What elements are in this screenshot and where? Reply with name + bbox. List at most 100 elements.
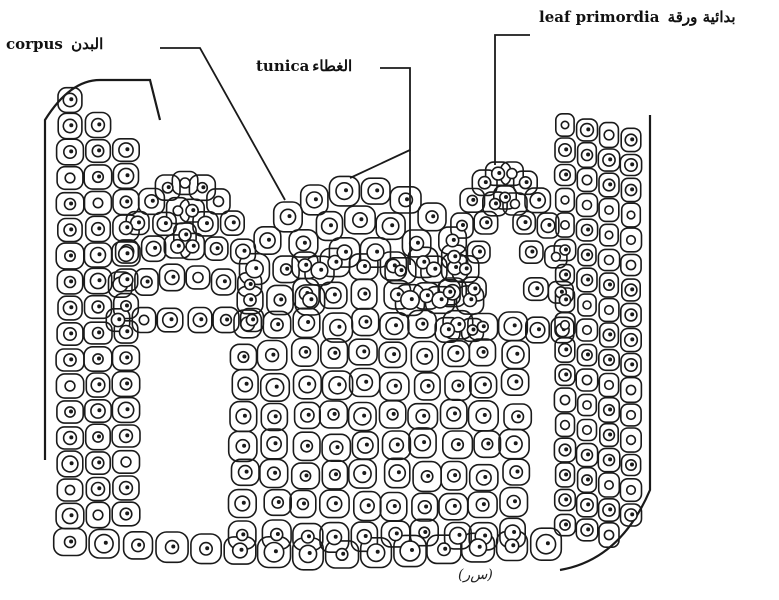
nucleolus — [98, 253, 100, 255]
nucleolus — [98, 175, 100, 177]
nucleolus — [216, 247, 218, 249]
nucleolus — [565, 148, 567, 150]
nucleolus — [484, 414, 486, 416]
cell-nucleus — [536, 535, 555, 554]
nucleolus — [538, 198, 540, 200]
nucleolus — [609, 408, 611, 410]
cell-nucleus — [583, 301, 591, 309]
nucleolus — [368, 504, 370, 506]
nucleolus — [288, 215, 290, 217]
nucleolus — [365, 320, 367, 322]
nucleolus — [126, 434, 128, 436]
nucleolus — [565, 373, 567, 375]
nucleolus — [70, 98, 72, 100]
nucleolus — [486, 221, 488, 223]
nucleolus — [631, 138, 633, 140]
nucleolus — [126, 408, 128, 410]
nucleolus — [178, 245, 180, 247]
nucleolus — [226, 318, 228, 320]
nucleolus — [377, 551, 379, 553]
nucleolus — [345, 251, 347, 253]
nucleolus — [126, 330, 128, 332]
nucleolus — [200, 318, 202, 320]
nucleolus — [152, 200, 154, 202]
nucleolus — [448, 328, 450, 330]
nucleolus — [587, 478, 589, 480]
cell-nucleus — [561, 221, 569, 229]
corpus-label: corpus البدن — [6, 35, 106, 53]
nucleolus — [206, 222, 208, 224]
nucleolus — [363, 350, 365, 352]
nucleolus — [609, 333, 611, 335]
cell-nucleus — [605, 481, 613, 489]
nucleolus — [455, 266, 457, 268]
nucleolus — [411, 549, 413, 551]
nucleolus — [631, 463, 633, 465]
nucleolus — [565, 448, 567, 450]
nucleolus — [98, 357, 100, 359]
nucleolus — [335, 502, 337, 504]
tunica-label: tunicaالغطاء — [256, 57, 355, 75]
nucleolus — [277, 533, 279, 535]
nucleolus — [434, 268, 436, 270]
nucleolus — [168, 186, 170, 188]
nucleolus — [631, 513, 633, 515]
nucleolus — [70, 124, 72, 126]
nucleolus — [70, 358, 72, 360]
nucleolus — [334, 293, 336, 295]
nucleolus — [565, 298, 567, 300]
nucleolus — [244, 415, 246, 417]
nucleolus — [396, 532, 398, 534]
nucleolus — [397, 293, 399, 295]
cell-nucleus — [561, 121, 568, 128]
nucleolus — [427, 385, 429, 387]
nucleolus — [330, 224, 332, 226]
nucleolus — [274, 472, 276, 474]
nucleolus — [565, 473, 567, 475]
cell-nucleus — [139, 315, 148, 324]
nucleolus — [470, 298, 472, 300]
nucleolus — [395, 324, 397, 326]
nucleolus — [98, 227, 100, 229]
cell-nucleus — [604, 530, 613, 539]
nucleolus — [126, 148, 128, 150]
nucleolus — [126, 252, 128, 254]
nucleolus — [233, 221, 235, 223]
cell-nucleus — [583, 426, 592, 435]
nucleolus — [365, 381, 367, 383]
nucleolus — [484, 383, 486, 385]
nucleolus — [202, 186, 204, 188]
nucleolus — [514, 324, 516, 326]
nucleolus — [474, 287, 476, 289]
nucleolus — [98, 487, 100, 489]
nucleolus — [587, 278, 589, 280]
nucleolus — [609, 458, 611, 460]
nucleolus — [440, 298, 442, 300]
nucleolus — [138, 221, 140, 223]
nucleolus — [518, 415, 520, 417]
nucleolus — [172, 276, 174, 278]
nucleolus — [170, 318, 172, 320]
cell-nucleus — [583, 401, 591, 409]
nucleolus — [587, 528, 589, 530]
nucleolus — [334, 352, 336, 354]
nucleolus — [427, 475, 429, 477]
nucleolus — [631, 313, 633, 315]
nucleolus — [449, 291, 451, 293]
nucleolus — [495, 202, 497, 204]
nucleolus — [308, 414, 310, 416]
nucleolus — [243, 445, 245, 447]
cell-nucleus — [561, 321, 570, 330]
nucleolus — [224, 280, 226, 282]
nucleolus — [308, 535, 310, 537]
nucleolus — [126, 278, 128, 280]
nucleolus — [411, 298, 413, 300]
nucleolus — [70, 540, 72, 542]
nucleolus — [126, 486, 128, 488]
nucleolus — [363, 414, 365, 416]
nucleolus — [514, 500, 516, 502]
corpus-label-en: corpus — [6, 35, 63, 53]
nucleolus — [243, 250, 245, 252]
nucleolus — [206, 547, 208, 549]
cell-nucleus — [605, 306, 614, 315]
